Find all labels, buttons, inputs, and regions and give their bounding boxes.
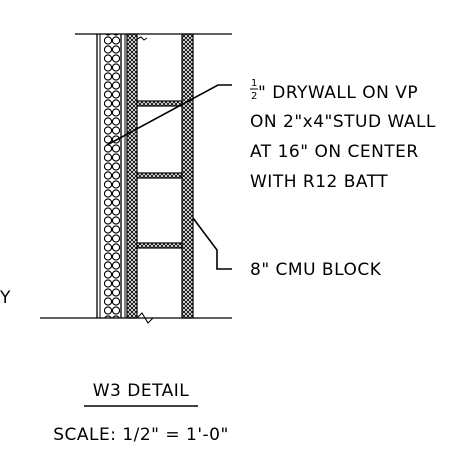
fraction-denominator: 2 (251, 91, 258, 102)
drywall-callout: 1 2 " DRYWALL ON VP ON 2"x4"STUD WALL AT… (250, 78, 436, 192)
drywall-callout-line-1: " DRYWALL ON VP (258, 83, 418, 103)
detail-title: W3 DETAIL (93, 381, 190, 401)
cmu-web (136, 242, 183, 249)
fraction-numerator: 1 (251, 78, 258, 89)
batt-insulation (104, 34, 120, 318)
drywall-callout-line-3: AT 16" ON CENTER (250, 142, 419, 162)
cmu-callout: 8" CMU BLOCK (250, 260, 382, 280)
cmu-leader-line (192, 217, 232, 270)
drywall-callout-line-2: ON 2"x4"STUD WALL (250, 112, 436, 132)
break-mark-bottom (136, 312, 162, 324)
drywall-leader-line (106, 84, 232, 146)
wall-assembly (96, 33, 194, 324)
drywall-callout-line-4: WITH R12 BATT (250, 172, 388, 192)
cmu-face-left (126, 33, 138, 319)
cmu-web (136, 172, 183, 179)
cmu-face-right (181, 33, 194, 319)
detail-scale: SCALE: 1/2" = 1'-0" (53, 425, 229, 445)
cmu-web (136, 100, 183, 107)
cut-off-callout-fragment: Y (0, 288, 11, 308)
break-mark-top (136, 36, 148, 41)
